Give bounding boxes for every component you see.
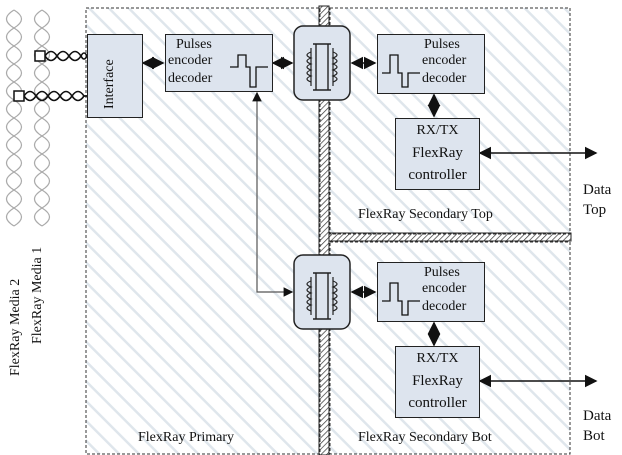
pulse-waveform-icon — [382, 282, 420, 316]
secondary-top-controller-line2: FlexRay — [412, 145, 463, 161]
secondary-bot-encoder-line1: Pulses — [424, 265, 460, 280]
secondary-top-encoder-line1: Pulses — [424, 37, 460, 52]
horizontal-isolation-barrier — [328, 232, 572, 242]
media-connector-top — [34, 50, 88, 62]
secondary-top-encoder-block: Pulses encoder decoder — [377, 34, 485, 94]
twisted-pair-media2 — [5, 9, 23, 227]
secondary-top-encoder-line3: decoder — [422, 71, 467, 86]
secondary-bot-controller-block: RX/TX FlexRay controller — [395, 346, 480, 418]
twisted-pair-media1 — [33, 9, 51, 227]
data-top-label-line2: Top — [583, 202, 607, 218]
secondary-bot-encoder-line3: decoder — [422, 299, 467, 314]
data-top-label-line1: Data — [583, 182, 612, 198]
transformer-top — [293, 25, 351, 101]
vertical-isolation-barrier — [318, 5, 330, 455]
secondary-bot-encoder-line2: encoder — [422, 281, 467, 296]
primary-encoder-line1: Pulses — [176, 37, 212, 52]
secondary-top-region-label: FlexRay Secondary Top — [358, 207, 493, 222]
data-bot-label-line1: Data — [583, 408, 612, 424]
media-connector-bottom — [13, 90, 87, 102]
primary-encoder-line3: decoder — [168, 71, 213, 86]
secondary-top-controller-line1: RX/TX — [416, 123, 459, 138]
route-primary-to-transformer-bottom — [252, 91, 294, 297]
secondary-bot-controller-line1: RX/TX — [416, 351, 459, 366]
media2-label: FlexRay Media 2 — [8, 278, 23, 376]
primary-encoder-line2: encoder — [168, 53, 213, 68]
transformer-bottom — [293, 254, 351, 330]
secondary-bot-region-label: FlexRay Secondary Bot — [358, 430, 492, 445]
primary-region-label: FlexRay Primary — [138, 430, 235, 445]
secondary-top-controller-line3: controller — [408, 167, 467, 183]
interface-label: Interface — [102, 59, 117, 109]
data-bot-label-line2: Bot — [583, 428, 605, 444]
secondary-top-controller-block: RX/TX FlexRay controller — [395, 118, 480, 190]
media1-label: FlexRay Media 1 — [30, 246, 45, 344]
secondary-bot-controller-line2: FlexRay — [412, 373, 463, 389]
secondary-bot-controller-line3: controller — [408, 395, 467, 411]
pulse-waveform-icon — [230, 54, 268, 88]
secondary-bot-encoder-block: Pulses encoder decoder — [377, 262, 485, 322]
pulse-waveform-icon — [382, 54, 420, 88]
primary-encoder-block: Pulses encoder decoder — [165, 34, 273, 92]
interface-block: Interface — [87, 34, 143, 118]
secondary-top-encoder-line2: encoder — [422, 53, 467, 68]
